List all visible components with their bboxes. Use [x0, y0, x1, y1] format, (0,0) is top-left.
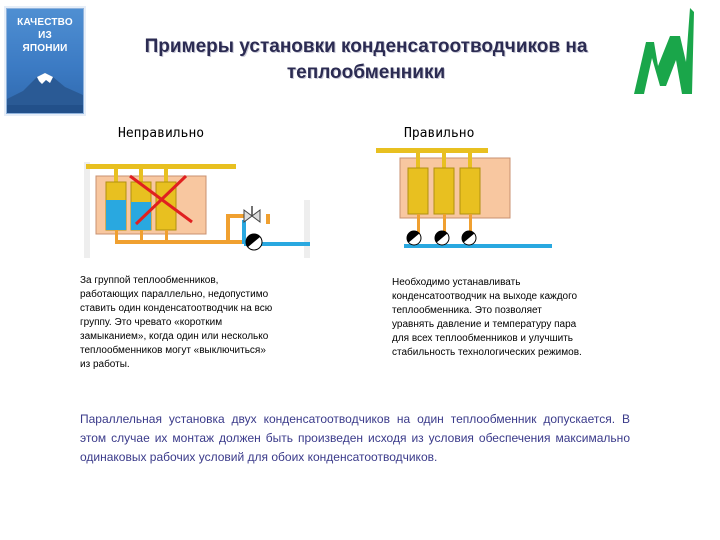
incorrect-description: За группой теплообменников, работающих п…: [80, 274, 330, 372]
diagram-correct: [376, 148, 552, 248]
mountain-icon: [7, 73, 83, 113]
incorrect-line: теплообменников могут «выключиться»: [80, 345, 266, 356]
quality-japan-logo: КАЧЕСТВО ИЗ ЯПОНИИ: [6, 8, 84, 114]
incorrect-line: ставить один конденсатоотводчик на всю: [80, 303, 273, 314]
company-logo-icon: [634, 8, 694, 94]
title-line-1: Примеры установки конденсатоотводчиков н…: [144, 36, 588, 57]
correct-line: уравнять давление и температуру пара: [392, 319, 577, 330]
correct-line: стабильность технологических режимов.: [392, 347, 582, 358]
title-line-2: теплообменники: [286, 62, 446, 83]
parallel-installation-note: Параллельная установка двух конденсатоот…: [80, 412, 630, 464]
heading-incorrect: Неправильно: [118, 126, 205, 141]
correct-line: Необходимо устанавливать: [392, 277, 521, 288]
correct-description: Необходимо устанавливать конденсатоотвод…: [392, 276, 642, 360]
diagram-incorrect: [82, 160, 314, 264]
correct-line: теплообменника. Это позволяет: [392, 305, 542, 316]
incorrect-line: За группой теплообменников,: [80, 275, 219, 286]
incorrect-line: группу. Это чревато «коротким: [80, 317, 223, 328]
incorrect-line: из работы.: [80, 359, 130, 370]
logo-line-3: ЯПОНИИ: [22, 43, 68, 54]
logo-line-1: КАЧЕСТВО: [17, 17, 73, 28]
correct-line: для всех теплообменников и улучшить: [392, 333, 574, 344]
heading-correct: Правильно: [404, 126, 475, 141]
incorrect-line: работающих параллельно, недопустимо: [80, 289, 269, 300]
page-title: Примеры установки конденсатоотводчиков н…: [96, 34, 636, 86]
logo-line-2: ИЗ: [38, 30, 52, 41]
incorrect-line: замыканием», когда один или несколько: [80, 331, 269, 342]
correct-line: конденсатоотводчик на выходе каждого: [392, 291, 578, 302]
